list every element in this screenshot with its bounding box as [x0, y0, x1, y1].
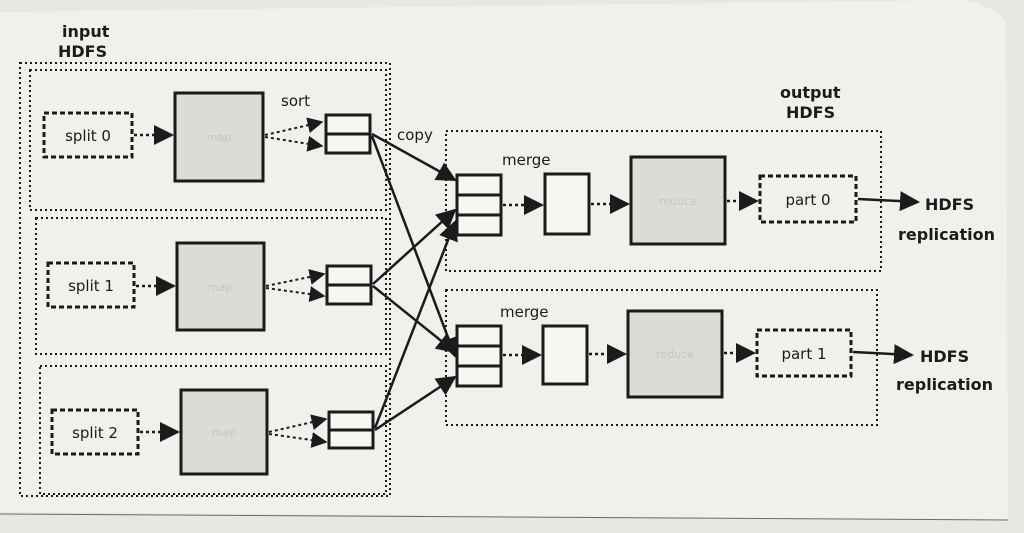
- map-task-ghost-label-0: map: [207, 131, 231, 144]
- map-node-container-1: [35, 217, 387, 355]
- arrow-map0-buffer-bottom: [264, 135, 324, 152]
- split-2-box: [50, 408, 140, 456]
- page-baseline: [0, 513, 1009, 521]
- reduce-task-ghost-label-0: reduce: [659, 195, 697, 208]
- part-1-label: part 1: [781, 345, 826, 363]
- reduce-task-box-0: [629, 155, 727, 246]
- copy-arrow-map2-reduce0: [373, 220, 458, 429]
- merged-buffer-0: [543, 172, 591, 236]
- reduce-input-buffer-0: [455, 173, 503, 237]
- page-background: [0, 0, 1008, 520]
- split-0-box: [42, 111, 134, 159]
- arrow-map0-buffer-top: [264, 117, 324, 136]
- copy-label: copy: [397, 126, 433, 144]
- input-hdfs-label-line2: HDFS: [58, 42, 107, 61]
- reduce-node-container-1: [445, 289, 878, 426]
- map-node-container-2: [39, 365, 387, 495]
- map-task-box-2: [179, 388, 269, 476]
- split-0-label: split 0: [65, 127, 111, 145]
- map-task-ghost-label-1: map: [208, 281, 232, 294]
- map-task-ghost-label-2: map: [212, 426, 236, 439]
- reduce-task-box-1: [626, 309, 724, 399]
- copy-arrow-map0-reduce0: [371, 132, 457, 182]
- part-1-box: [755, 328, 853, 378]
- arrow-part0-replication: [857, 191, 920, 212]
- part-0-label: part 0: [785, 191, 830, 209]
- part-0-box: [758, 174, 858, 224]
- copy-arrow-map1-reduce1: [372, 285, 457, 354]
- arrow-map1-buffer-bottom: [265, 286, 326, 302]
- output-hdfs-label-line1: output: [780, 83, 841, 102]
- map-task-box-0: [173, 91, 265, 183]
- output-hdfs-label-line2: HDFS: [786, 103, 835, 122]
- split-1-box: [46, 261, 136, 309]
- copy-arrow-map2-reduce1: [374, 375, 457, 432]
- reduce-task-ghost-label-1: reduce: [656, 348, 694, 361]
- replication-1-line2: replication: [896, 375, 993, 394]
- replication-0-line2: replication: [898, 225, 995, 244]
- map-node-container-0: [29, 69, 387, 211]
- arrow-part1-replication: [852, 344, 914, 365]
- arrow-map1-buffer-top: [265, 269, 326, 287]
- reduce-input-buffer-1: [455, 324, 503, 388]
- split-1-label: split 1: [68, 277, 114, 295]
- map-task-box-1: [175, 241, 266, 332]
- merge-label-0: merge: [502, 151, 551, 169]
- replication-0-line1: HDFS: [925, 195, 974, 214]
- replication-1-line1: HDFS: [920, 347, 969, 366]
- sort-label: sort: [281, 92, 310, 110]
- split-2-label: split 2: [72, 424, 118, 442]
- merge-label-1: merge: [500, 303, 549, 321]
- arrow-map2-buffer-top: [268, 414, 328, 433]
- merged-buffer-1: [541, 324, 589, 386]
- input-hdfs-container: [19, 62, 391, 497]
- input-hdfs-label-line1: input: [62, 22, 110, 41]
